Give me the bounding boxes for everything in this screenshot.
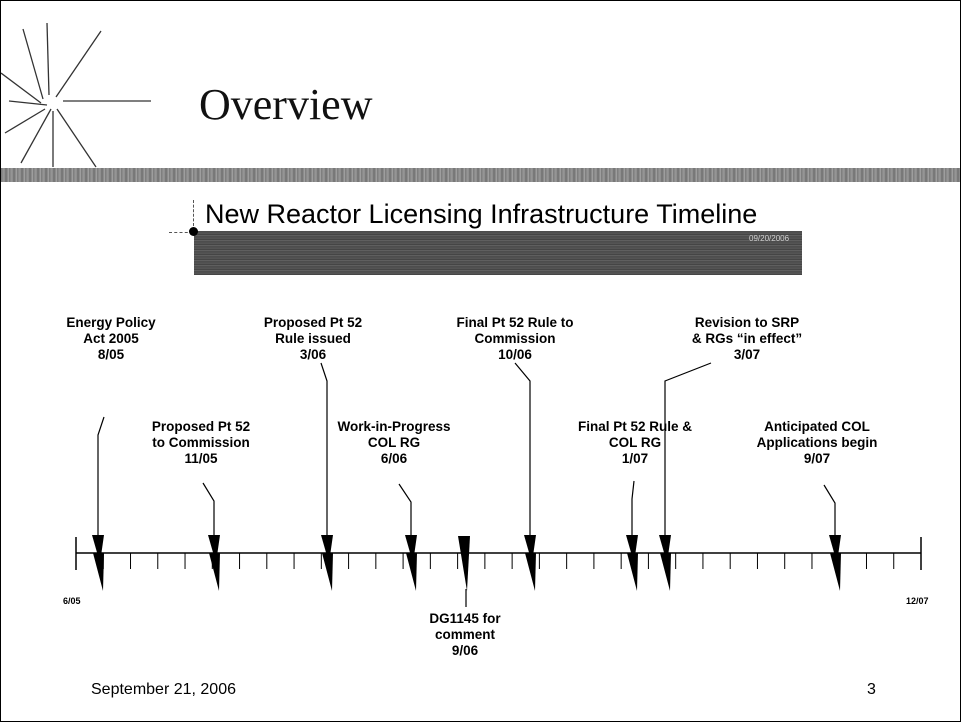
timeline-bar-marker [189,227,198,236]
event-date: 9/07 [803,451,831,466]
event-marker [93,553,104,591]
timeline-title: New Reactor Licensing Infrastructure Tim… [205,199,758,229]
event-marker [627,553,638,591]
event-text: Final Pt 52 Rule to [456,315,574,330]
event-text: Act 2005 [83,331,139,346]
event-date: 9/06 [451,643,479,658]
footer-date: September 21, 2006 [91,681,236,698]
timeline-start-label: 6/05 [63,596,81,606]
timeline-end-label: 12/07 [906,596,929,606]
event-date: 3/07 [733,347,761,362]
event-date: 11/05 [184,451,218,466]
event-pointer-line [320,362,328,553]
slide-title: Overview [199,80,373,129]
event-text: Final Pt 52 Rule & [577,419,693,434]
event-pointer-line [97,416,105,553]
event-text: Work-in-Progress [337,419,451,434]
event-date: 1/07 [621,451,649,466]
timeline-header-bar [194,231,802,275]
event-marker [458,536,470,591]
event-date: 6/06 [380,451,408,466]
event-text: DG1145 for [429,611,501,626]
event-text: to Commission [152,435,250,450]
event-text: COL RG [608,435,662,450]
event-marker [209,553,220,591]
timeline-bar-date: 09/20/2006 [749,234,790,243]
event-text: Proposed Pt 52 [263,315,363,330]
event-date: 8/05 [97,347,125,362]
event-marker [322,553,333,591]
event-text: Anticipated COL [764,419,870,434]
event-text: Applications begin [756,435,878,450]
header-divider-band [1,168,960,182]
event-text: comment [434,627,496,642]
event-marker [525,553,536,591]
event-label: Revision to SRP& RGs “in effect”3/07 [692,315,802,363]
event-marker [406,553,417,591]
page-number: 3 [867,681,876,698]
event-date: 10/06 [498,347,532,362]
event-text: Proposed Pt 52 [151,419,251,434]
dashed-guide-horizontal [169,232,193,233]
event-text: Energy Policy [66,315,156,330]
event-text: & RGs “in effect” [691,331,803,346]
event-pointer-line [514,362,531,553]
event-date: 3/06 [299,347,327,362]
event-text: Revision to SRP [694,315,800,330]
event-text: Commission [474,331,556,346]
event-marker [830,553,841,591]
event-text: COL RG [367,435,421,450]
dashed-guide [193,200,196,226]
event-pointer-line [664,362,712,553]
event-text: Rule issued [275,331,351,346]
event-marker [660,553,671,591]
